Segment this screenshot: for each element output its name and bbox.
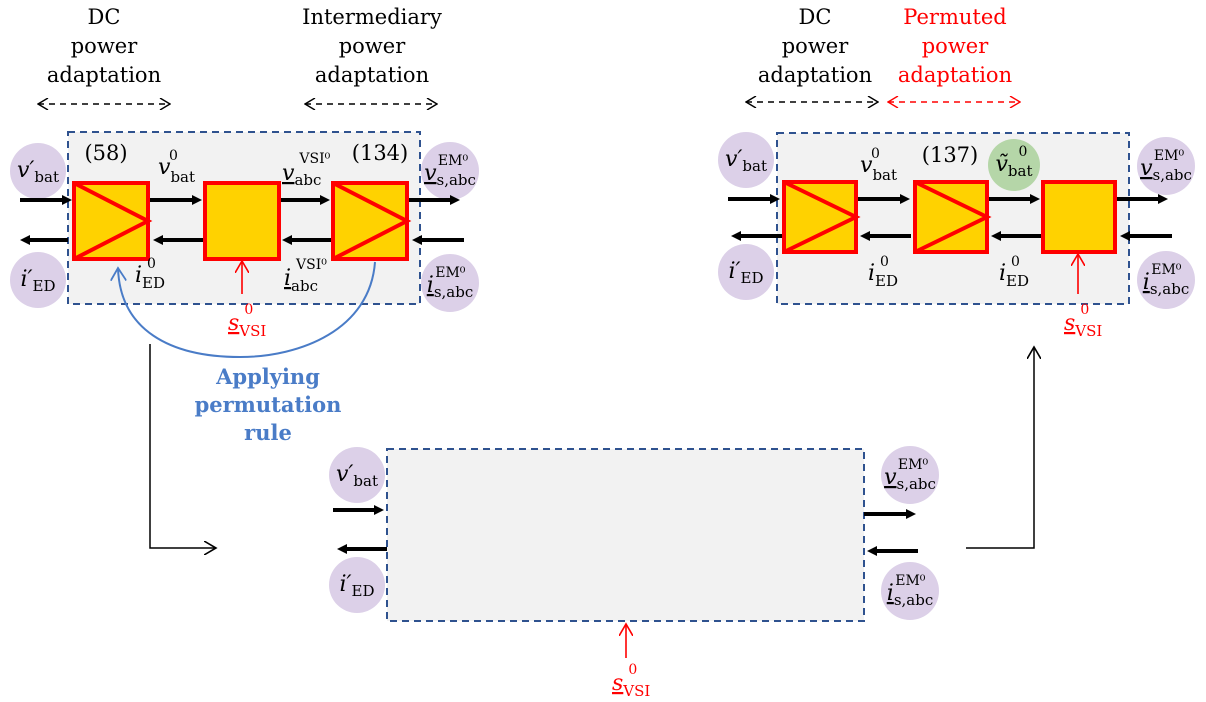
left-v-sabc-label: vs,abcEM⁰	[424, 153, 476, 189]
right-panel: DC power adaptation Permuted power adapt…	[718, 5, 1195, 340]
left-node-v-sabc	[421, 142, 479, 200]
middle-i-sabc-label: is,abcEM⁰	[887, 573, 933, 609]
right-node-i-sabc	[1137, 251, 1195, 309]
left-node-i-sabc	[421, 254, 479, 312]
middle-v-sabc-label: vs,abcEM⁰	[884, 457, 936, 493]
left-block-middle	[203, 181, 281, 261]
left-block-number-58: (58)	[84, 141, 127, 165]
right-node-v-bat-tilde	[988, 139, 1040, 191]
right-node-v-sabc	[1137, 137, 1195, 195]
left-i-ed0-label: iED0	[135, 256, 165, 292]
left-v-abc-label: vabcVSI⁰	[282, 151, 331, 189]
left-block-58	[72, 181, 150, 261]
right-permuted-label-3: adaptation	[898, 63, 1012, 87]
annotation-line-1: Applying	[215, 364, 320, 389]
right-svsi-label: sVSI0	[1064, 302, 1102, 340]
left-block-134-symbol	[332, 181, 412, 261]
left-node-v-bat	[10, 143, 66, 199]
middle-node-i-ed	[329, 557, 385, 613]
middle-svsi-label: sVSI0	[612, 662, 650, 700]
right-permuted-label-2: power	[922, 34, 989, 58]
right-permuted-label-1: Permuted	[903, 5, 1006, 29]
connector-left-to-middle	[149, 344, 216, 548]
right-v-sabc-label: vs,abcEM⁰	[1140, 148, 1192, 184]
left-dc-label-3: adaptation	[47, 63, 161, 87]
right-dc-label-3: adaptation	[758, 63, 872, 87]
left-dc-label-2: power	[71, 34, 138, 58]
permutation-arrow	[118, 261, 376, 359]
right-node-v-bat	[718, 132, 774, 188]
left-block-number-134: (134)	[352, 141, 408, 165]
left-i-sabc-label: is,abcEM⁰	[427, 265, 473, 301]
right-i-sabc-label: is,abcEM⁰	[1143, 262, 1189, 298]
right-block-dc	[782, 180, 858, 254]
right-v-bat-label: v′bat	[725, 147, 767, 175]
left-intermediary-label-2: power	[339, 34, 406, 58]
right-block-dc-symbol	[783, 180, 861, 254]
annotation-line-3: rule	[244, 420, 292, 445]
middle-node-v-sabc	[881, 446, 939, 504]
left-panel: DC power adaptation Intermediary power a…	[10, 5, 479, 445]
annotation-line-2: permutation	[195, 392, 342, 417]
connector-middle-to-right	[966, 347, 1034, 549]
middle-node-v-bat	[329, 447, 385, 503]
middle-frame	[386, 448, 865, 622]
right-block-137-symbol	[914, 180, 992, 254]
middle-panel: v′bat i′ED vs,abcEM⁰ is,abcEM⁰ sVSI0	[329, 446, 939, 700]
left-intermediary-label-3: adaptation	[315, 63, 429, 87]
left-i-abc-label: iabcVSI⁰	[284, 257, 327, 295]
right-dc-label-1: DC	[799, 5, 832, 29]
right-block-137	[913, 180, 989, 254]
right-block-vsi	[1041, 180, 1117, 254]
left-block-134	[331, 181, 409, 261]
right-block-number-137: (137)	[922, 143, 978, 167]
left-intermediary-label-1: Intermediary	[302, 5, 442, 29]
left-block-58-symbol	[73, 181, 153, 261]
right-node-i-ed	[718, 244, 774, 300]
left-svsi-label: sVSI0	[228, 302, 266, 340]
right-dc-label-2: power	[782, 34, 849, 58]
left-dc-label-1: DC	[88, 5, 121, 29]
middle-node-i-sabc	[881, 562, 939, 620]
left-node-i-ed	[10, 252, 66, 308]
